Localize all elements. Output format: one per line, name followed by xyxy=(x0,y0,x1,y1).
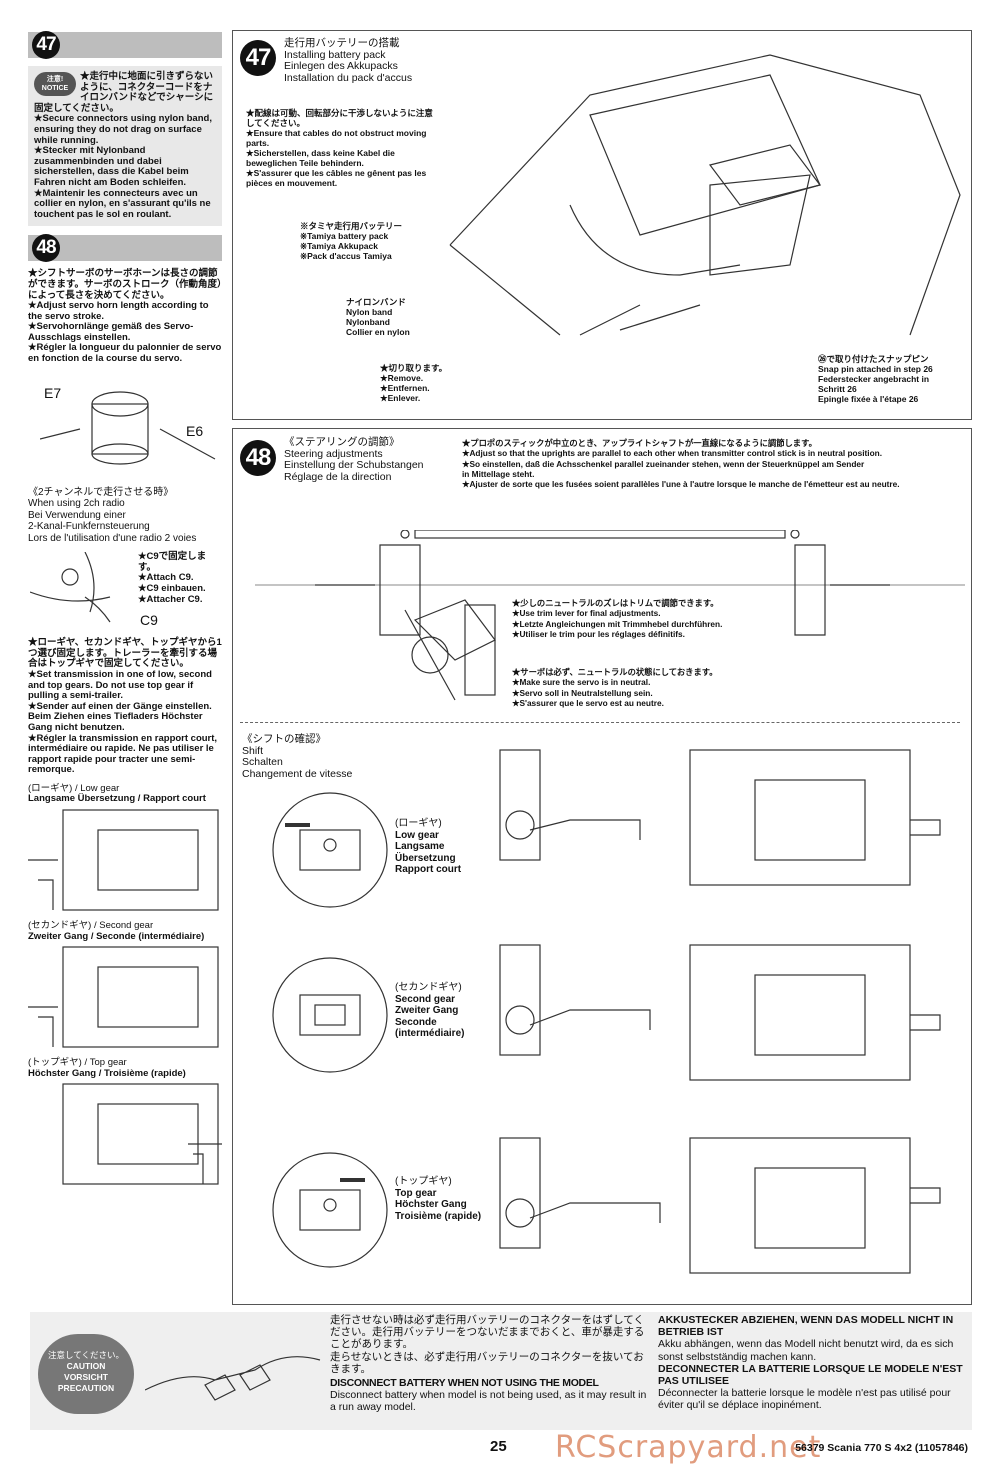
transmission-notes: ★ローギヤ、セカンドギヤ、トップギヤから1つ選び固定します。トレーラーを牽引する… xyxy=(28,637,222,776)
step-47-header: 47 xyxy=(28,31,222,59)
notice-text: ★走行中に地面に引きずらないように、コネクターコードをナイロンバンドなどでシャー… xyxy=(34,71,214,220)
step-48-badge: 48 xyxy=(32,234,60,263)
battery-label: ※タミヤ走行用バッテリー※Tamiya battery pack※Tamiya … xyxy=(300,221,403,261)
shift-servo-top-drawing xyxy=(499,1137,941,1274)
step-47-panel xyxy=(232,30,972,420)
caution-jp-en: 走行させない時は必ず走行用バッテリーのコネクターをはずしてください。走行用バッテ… xyxy=(330,1314,647,1414)
chassis-battery-drawing xyxy=(449,54,961,336)
shift-servo-low-drawing xyxy=(499,749,941,886)
caution-de-fr: AKKUSTECKER ABZIEHEN, WENN DAS MODELL NI… xyxy=(658,1314,963,1412)
caution-box xyxy=(30,1312,972,1430)
steering-notes: ★プロポのスティックが中立のとき、アップライトシャフトが一直線になるように調節し… xyxy=(462,438,900,490)
steering-linkage-drawing xyxy=(255,530,965,701)
panel-48-badge: 48 xyxy=(240,440,276,476)
low-gear-detail xyxy=(272,792,388,908)
servo-horn-figure: E7 E6 xyxy=(28,369,222,481)
part-e7: E7 xyxy=(44,384,62,401)
shift-servo-second-drawing xyxy=(499,944,941,1081)
step-48-panel xyxy=(232,428,972,1305)
page-number: 25 xyxy=(490,1438,507,1455)
attach-c9-notes: ★C9で固定します。★Attach C9.★C9 einbauen.★Attac… xyxy=(138,551,207,605)
left-column: 47 注意! NOTICE ★走行中に地面に引きずらないように、コネクターコード… xyxy=(28,31,222,1191)
notice-box: 注意! NOTICE ★走行中に地面に引きずらないように、コネクターコードをナイ… xyxy=(28,66,222,227)
gearbox-second-drawing xyxy=(28,946,219,1048)
divider xyxy=(240,722,960,723)
servo-horn-notes: ★シフトサーボのサーボホーンは長さの調節ができます。サーボのストローク（作動角度… xyxy=(28,268,222,365)
gearbox-top-figure xyxy=(28,1079,222,1191)
top-gear-detail xyxy=(272,1152,388,1268)
watermark: RCScrapyard.net xyxy=(555,1430,822,1465)
gearbox-second-figure xyxy=(28,942,222,1054)
model-code: 56379 Scania 770 S 4x2 (11057846) xyxy=(795,1442,968,1454)
gearbox-low-drawing xyxy=(28,809,219,911)
trim-notes: ★少しのニュートラルのズレはトリムで調節できます。★Use trim lever… xyxy=(512,598,723,639)
step-48-header: 48 xyxy=(28,234,222,263)
cable-notes: ★配線は可動、回転部分に干渉しないように注意してください。★Ensure tha… xyxy=(246,108,433,188)
c9-drawing xyxy=(30,552,111,623)
neutral-notes: ★サーボは必ず、ニュートラルの状態にしておきます。★Make sure the … xyxy=(512,667,718,708)
disconnect-connector-drawing xyxy=(145,1356,321,1401)
gearbox-top-drawing xyxy=(62,1083,222,1186)
part-c9: C9 xyxy=(140,612,158,629)
servo-horn-drawing xyxy=(40,391,216,465)
step-47-badge: 47 xyxy=(32,31,60,59)
panel-47-badge: 47 xyxy=(240,40,276,76)
gearbox-low-figure xyxy=(28,805,222,917)
remove-label: ★切り取ります。★Remove.★Entfernen.★Enlever. xyxy=(380,363,448,403)
second-gear-detail xyxy=(272,957,388,1073)
c9-figure: ★C9で固定します。★Attach C9.★C9 einbauen.★Attac… xyxy=(28,550,222,632)
part-e6: E6 xyxy=(186,422,204,439)
notice-badge: 注意! NOTICE xyxy=(34,72,76,96)
